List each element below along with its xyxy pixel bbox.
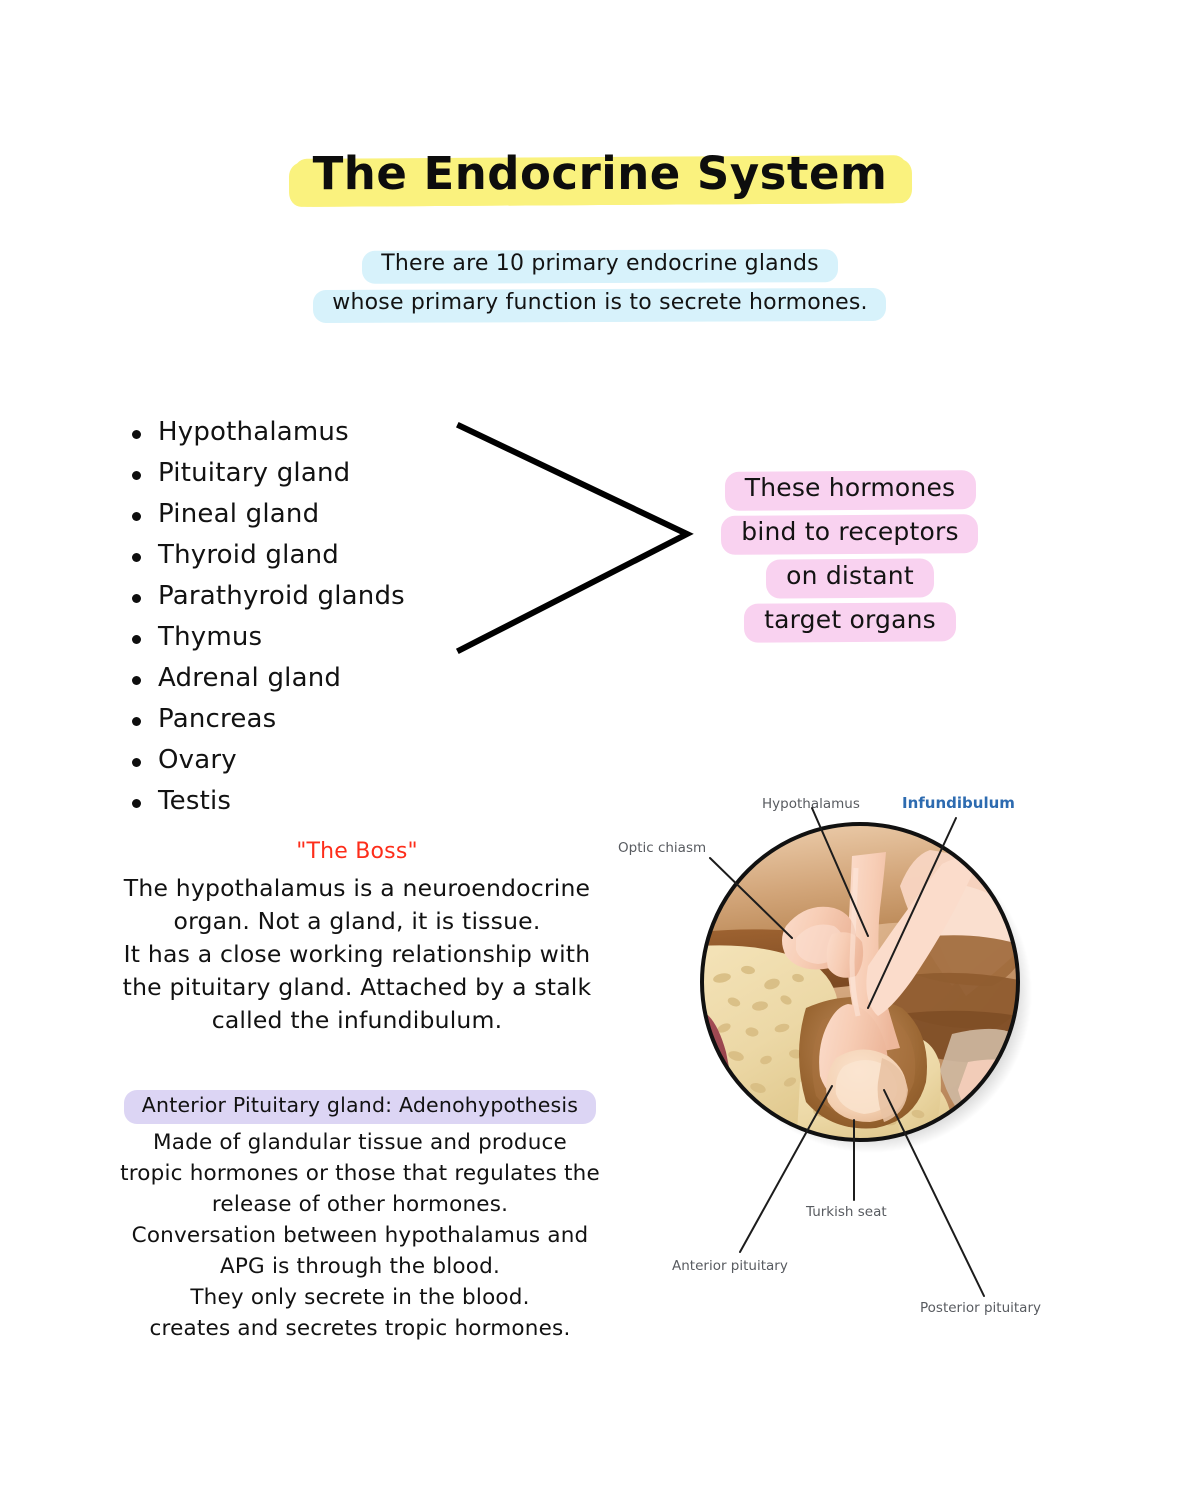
anterior-pituitary-note: Anterior Pituitary gland: Adenohypothesi… <box>110 1090 610 1344</box>
list-item: Thymus <box>128 617 458 658</box>
label-anterior-pituitary: Anterior pituitary <box>672 1258 788 1274</box>
gland-name: Thyroid gland <box>158 540 340 570</box>
label-hypothalamus: Hypothalamus <box>762 796 860 812</box>
hypothalamus-note-line: called the infundibulum. <box>211 1005 503 1034</box>
leader-line-hypothalamus <box>811 807 869 937</box>
subtitle-container: There are 10 primary endocrine glands wh… <box>0 248 1200 325</box>
hormone-note-line-1-text: These hormones <box>744 473 956 502</box>
hypothalamus-note-line: It has a close working relationship with <box>123 939 591 968</box>
anterior-pituitary-note-line: Conversation between hypothalamus and <box>131 1222 589 1248</box>
list-item: Pineal gland <box>128 494 458 535</box>
list-item: Parathyroid glands <box>128 576 458 617</box>
chevron-brace-container <box>450 412 710 667</box>
gland-name: Parathyroid glands <box>158 581 405 611</box>
gland-name: Pineal gland <box>158 499 320 529</box>
pituitary-anatomy-figure: Optic chiasm Hypothalamus Infundibulum A… <box>600 790 1080 1340</box>
label-optic-chiasm: Optic chiasm <box>618 840 706 856</box>
gland-list: Hypothalamus Pituitary gland Pineal glan… <box>128 412 458 822</box>
hormone-note-line-1: These hormones <box>724 470 976 511</box>
subtitle-line-2: whose primary function is to secrete hor… <box>313 287 887 323</box>
hypothalamus-note: "The Boss" The hypothalamus is a neuroen… <box>112 838 602 1037</box>
leader-line-optic-chiasm <box>709 857 793 939</box>
hypothalamus-note-line: organ. Not a gland, it is tissue. <box>173 906 541 935</box>
hypothalamus-note-line: The hypothalamus is a neuroendocrine <box>123 873 591 902</box>
hormone-note: These hormones bind to receptors on dist… <box>700 470 1000 646</box>
subtitle-line-2-text: whose primary function is to secrete hor… <box>332 289 868 315</box>
subtitle-line-1-text: There are 10 primary endocrine glands <box>381 251 819 276</box>
hormone-note-line-4: target organs <box>743 602 957 643</box>
gland-name: Pancreas <box>158 704 277 734</box>
hormone-note-line-2-text: bind to receptors <box>741 517 959 546</box>
leader-line-infundibulum <box>867 817 957 1009</box>
page-title-text: The Endocrine System <box>312 147 888 200</box>
gland-name: Thymus <box>158 622 263 652</box>
hypothalamus-note-line: the pituitary gland. Attached by a stalk <box>122 972 592 1001</box>
page-title: The Endocrine System <box>292 147 908 208</box>
anterior-pituitary-note-line: tropic hormones or those that regulates … <box>120 1160 600 1186</box>
hormone-note-line-3-text: on distant <box>786 561 914 590</box>
hormone-note-line-4-text: target organs <box>764 605 936 634</box>
leader-line-anterior-pituitary <box>739 1085 833 1253</box>
figure-circle-border <box>700 822 1020 1142</box>
list-item: Pancreas <box>128 699 458 740</box>
anterior-pituitary-note-line: APG is through the blood. <box>219 1253 501 1279</box>
list-item: Pituitary gland <box>128 453 458 494</box>
gland-name: Hypothalamus <box>158 417 349 447</box>
hypothalamus-note-heading: "The Boss" <box>296 839 418 864</box>
list-item: Adrenal gland <box>128 658 458 699</box>
gland-name: Adrenal gland <box>158 663 342 693</box>
hormone-note-line-3: on distant <box>766 558 934 599</box>
label-posterior-pituitary: Posterior pituitary <box>920 1300 1041 1316</box>
anterior-pituitary-note-heading-text: Anterior Pituitary gland: Adenohypothesi… <box>141 1093 579 1117</box>
leader-line-posterior-pituitary <box>883 1089 985 1297</box>
gland-name: Pituitary gland <box>158 458 351 488</box>
pituitary-anatomy-illustration: Optic chiasm Hypothalamus Infundibulum A… <box>618 794 1041 1316</box>
anterior-pituitary-note-line: They only secrete in the blood. <box>190 1284 530 1310</box>
label-turkish-seat: Turkish seat <box>805 1204 887 1220</box>
anterior-pituitary-note-heading: Anterior Pituitary gland: Adenohypothesi… <box>123 1090 597 1124</box>
subtitle-line-1: There are 10 primary endocrine glands <box>362 248 838 284</box>
anterior-pituitary-note-line: Made of glandular tissue and produce <box>153 1129 567 1155</box>
list-item: Thyroid gland <box>128 535 458 576</box>
list-item: Ovary <box>128 740 458 781</box>
page-title-container: The Endocrine System <box>0 147 1200 208</box>
anterior-pituitary-note-line: creates and secretes tropic hormones. <box>149 1315 571 1341</box>
list-item: Testis <box>128 781 458 822</box>
gland-name: Testis <box>158 786 232 816</box>
gland-name: Ovary <box>158 745 237 775</box>
list-item: Hypothalamus <box>128 412 458 453</box>
chevron-right-icon <box>455 422 694 655</box>
anterior-pituitary-note-line: release of other hormones. <box>211 1191 509 1217</box>
label-infundibulum: Infundibulum <box>902 794 1015 812</box>
hormone-note-line-2: bind to receptors <box>721 514 979 555</box>
